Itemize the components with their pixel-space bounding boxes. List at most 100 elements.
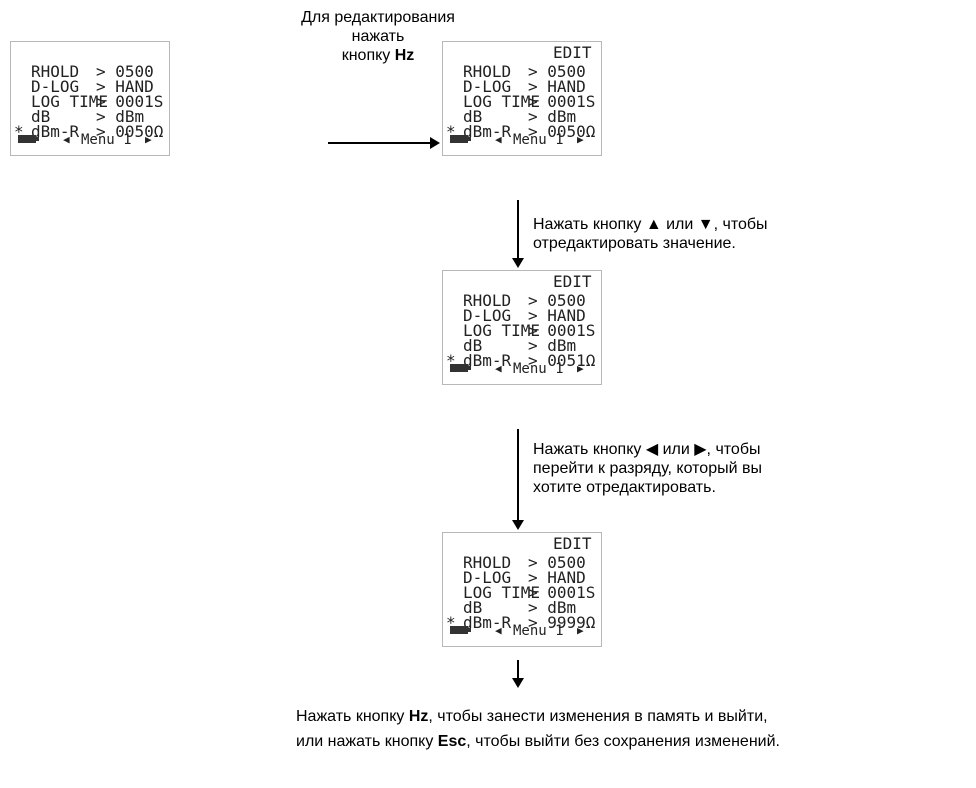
row-value: > 0500 bbox=[528, 62, 586, 81]
step4-line2-post: , чтобы выйти без сохранения изменений. bbox=[466, 733, 780, 750]
screen-footer: ◀ Menu 1 ▶ bbox=[443, 133, 601, 147]
step1-line2: нажать bbox=[351, 28, 405, 45]
menu-row-db: dB > dBm bbox=[443, 600, 601, 616]
edit-indicator: EDIT bbox=[553, 534, 592, 553]
menu-row-db: dB > dBm bbox=[11, 109, 169, 125]
arrow-down-line-2 bbox=[517, 429, 519, 524]
row-label: LOG TIME bbox=[31, 92, 109, 111]
right-arrow-icon: ▶ bbox=[577, 624, 584, 637]
arrow-right-line bbox=[328, 142, 432, 144]
row-label: LOG TIME bbox=[463, 321, 541, 340]
row-value: > HAND bbox=[528, 306, 586, 325]
step2-line1: Нажать кнопку ▲ или ▼, чтобы bbox=[533, 216, 768, 233]
menu-row-rhold: RHOLD > 0500 bbox=[11, 64, 169, 80]
row-label: dB bbox=[463, 598, 483, 617]
battery-icon bbox=[450, 626, 471, 634]
battery-icon bbox=[450, 364, 471, 372]
battery-icon bbox=[450, 135, 471, 143]
row-value: > 0050Ω bbox=[528, 122, 596, 141]
row-value: > 0500 bbox=[96, 62, 154, 81]
step3-line2: перейти к разряду, который вы bbox=[533, 460, 762, 477]
left-arrow-icon: ◀ bbox=[63, 133, 70, 146]
step4-line1-pre: Нажать кнопку bbox=[296, 708, 409, 725]
row-value: > dBm bbox=[96, 107, 145, 126]
row-label: dB bbox=[463, 107, 483, 126]
row-label: dB bbox=[31, 107, 51, 126]
esc-key-label: Esc bbox=[437, 733, 467, 750]
screen-footer: ◀ Menu 1 ▶ bbox=[443, 624, 601, 638]
arrow-down-line-3 bbox=[517, 660, 519, 682]
selected-marker: * bbox=[446, 613, 456, 632]
row-value: > dBm bbox=[528, 598, 577, 617]
step1-line3: кнопку Hz bbox=[268, 46, 488, 65]
step3-line1: Нажать кнопку ◀ или ▶, чтобы bbox=[533, 441, 761, 458]
menu-row-logtime: LOG TIME > 0001S bbox=[11, 94, 169, 110]
right-arrow-icon: ▶ bbox=[577, 362, 584, 375]
row-value: > HAND bbox=[528, 568, 586, 587]
arrow-down-head-2 bbox=[512, 520, 524, 530]
menu-row-rhold: RHOLD > 0500 bbox=[443, 64, 601, 80]
menu-row-rhold: RHOLD > 0500 bbox=[443, 555, 601, 571]
left-arrow-icon: ◀ bbox=[495, 624, 502, 637]
row-value: > 0050Ω bbox=[96, 122, 164, 141]
step4-line2-pre: или нажать кнопку bbox=[296, 733, 438, 750]
lcd-screen-edit: EDIT RHOLD > 0500 D-LOG > HAND LOG TIME … bbox=[442, 41, 602, 156]
row-value: > HAND bbox=[96, 77, 154, 96]
menu-row-logtime: LOG TIME > 0001S bbox=[443, 94, 601, 110]
row-label: D-LOG bbox=[31, 77, 80, 96]
lcd-screen-initial: RHOLD > 0500 D-LOG > HAND LOG TIME > 000… bbox=[10, 41, 170, 156]
row-label: RHOLD bbox=[31, 62, 80, 81]
row-label: dBm-R bbox=[463, 351, 512, 370]
row-value: > 9999Ω bbox=[528, 613, 596, 632]
left-arrow-icon: ◀ bbox=[495, 362, 502, 375]
step1-line3-text: кнопку bbox=[341, 47, 395, 64]
menu-row-dlog: D-LOG > HAND bbox=[443, 79, 601, 95]
arrow-right-head bbox=[430, 137, 440, 149]
row-value: > 0001S bbox=[96, 92, 164, 111]
step4-line1: Нажать кнопку Hz, чтобы занести изменени… bbox=[296, 707, 780, 726]
arrow-down-line-1 bbox=[517, 200, 519, 262]
row-label: RHOLD bbox=[463, 62, 512, 81]
step4-caption: Нажать кнопку Hz, чтобы занести изменени… bbox=[296, 707, 780, 751]
row-value: > 0500 bbox=[528, 553, 586, 572]
menu-title: Menu 1 bbox=[513, 623, 564, 639]
step2-line2: отредактировать значение. bbox=[533, 235, 736, 252]
step2-caption: Нажать кнопку ▲ или ▼, чтобы отредактиро… bbox=[533, 215, 768, 253]
menu-row-db: dB > dBm bbox=[443, 109, 601, 125]
hz-key-label: Hz bbox=[394, 47, 415, 64]
row-label: LOG TIME bbox=[463, 92, 541, 111]
step4-line2: или нажать кнопку Esc, чтобы выйти без с… bbox=[296, 732, 780, 751]
left-arrow-icon: ◀ bbox=[495, 133, 502, 146]
row-label: dB bbox=[463, 336, 483, 355]
menu-row-rhold: RHOLD > 0500 bbox=[443, 293, 601, 309]
lcd-screen-value-changed: EDIT RHOLD > 0500 D-LOG > HAND LOG TIME … bbox=[442, 270, 602, 385]
menu-row-dbmr: * dBm-R > 0051Ω bbox=[443, 353, 601, 369]
row-label: D-LOG bbox=[463, 568, 512, 587]
edit-indicator: EDIT bbox=[553, 43, 592, 62]
row-value: > 0001S bbox=[528, 583, 596, 602]
battery-icon bbox=[18, 135, 39, 143]
row-label: RHOLD bbox=[463, 291, 512, 310]
row-value: > 0051Ω bbox=[528, 351, 596, 370]
menu-title: Menu 1 bbox=[81, 132, 132, 148]
step4-line1-post: , чтобы занести изменения в память и вый… bbox=[428, 708, 768, 725]
edit-indicator: EDIT bbox=[553, 272, 592, 291]
row-label: D-LOG bbox=[463, 306, 512, 325]
step3-caption: Нажать кнопку ◀ или ▶, чтобы перейти к р… bbox=[533, 440, 762, 497]
row-label: dBm-R bbox=[31, 122, 80, 141]
step1-caption: Для редактирования нажать кнопку Hz bbox=[268, 8, 488, 65]
row-value: > 0001S bbox=[528, 92, 596, 111]
arrow-down-head-1 bbox=[512, 258, 524, 268]
row-value: > 0500 bbox=[528, 291, 586, 310]
screen-footer: ◀ Menu 1 ▶ bbox=[443, 362, 601, 376]
row-value: > dBm bbox=[528, 107, 577, 126]
row-label: D-LOG bbox=[463, 77, 512, 96]
menu-row-dlog: D-LOG > HAND bbox=[443, 570, 601, 586]
row-label: LOG TIME bbox=[463, 583, 541, 602]
screen-footer: ◀ Menu 1 ▶ bbox=[11, 133, 169, 147]
right-arrow-icon: ▶ bbox=[145, 133, 152, 146]
row-label: dBm-R bbox=[463, 122, 512, 141]
row-label: RHOLD bbox=[463, 553, 512, 572]
menu-row-dlog: D-LOG > HAND bbox=[11, 79, 169, 95]
right-arrow-icon: ▶ bbox=[577, 133, 584, 146]
